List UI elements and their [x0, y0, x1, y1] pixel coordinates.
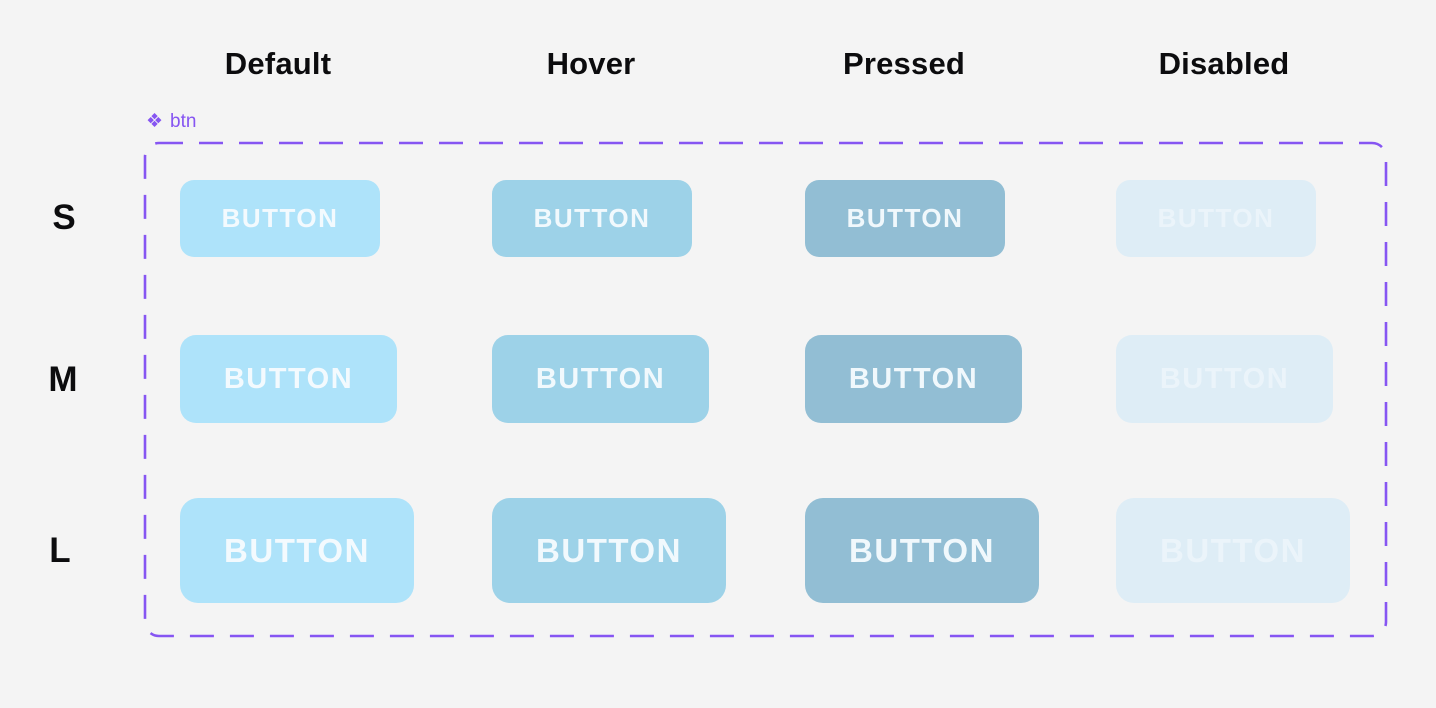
button-m-pressed[interactable]: BUTTON	[805, 335, 1022, 423]
row-label-large: L	[49, 531, 71, 570]
column-header-hover: Hover	[546, 46, 636, 81]
component-set-label[interactable]: ❖ btn	[146, 112, 196, 131]
component-set-icon: ❖	[146, 111, 164, 132]
button-s-pressed[interactable]: BUTTON	[805, 180, 1005, 257]
component-set-name: btn	[170, 111, 197, 132]
button-l-default[interactable]: BUTTON	[180, 498, 414, 603]
button-m-disabled[interactable]: BUTTON	[1116, 335, 1333, 423]
button-l-disabled[interactable]: BUTTON	[1116, 498, 1350, 603]
row-label-small: S	[52, 198, 76, 237]
button-m-hover[interactable]: BUTTON	[492, 335, 709, 423]
button-s-default[interactable]: BUTTON	[180, 180, 380, 257]
row-label-medium: M	[48, 360, 78, 399]
button-l-hover[interactable]: BUTTON	[492, 498, 726, 603]
column-header-default: Default	[224, 46, 332, 81]
column-header-pressed: Pressed	[842, 46, 966, 81]
column-header-disabled: Disabled	[1158, 46, 1290, 81]
button-l-pressed[interactable]: BUTTON	[805, 498, 1039, 603]
button-m-default[interactable]: BUTTON	[180, 335, 397, 423]
button-s-hover[interactable]: BUTTON	[492, 180, 692, 257]
button-s-disabled[interactable]: BUTTON	[1116, 180, 1316, 257]
